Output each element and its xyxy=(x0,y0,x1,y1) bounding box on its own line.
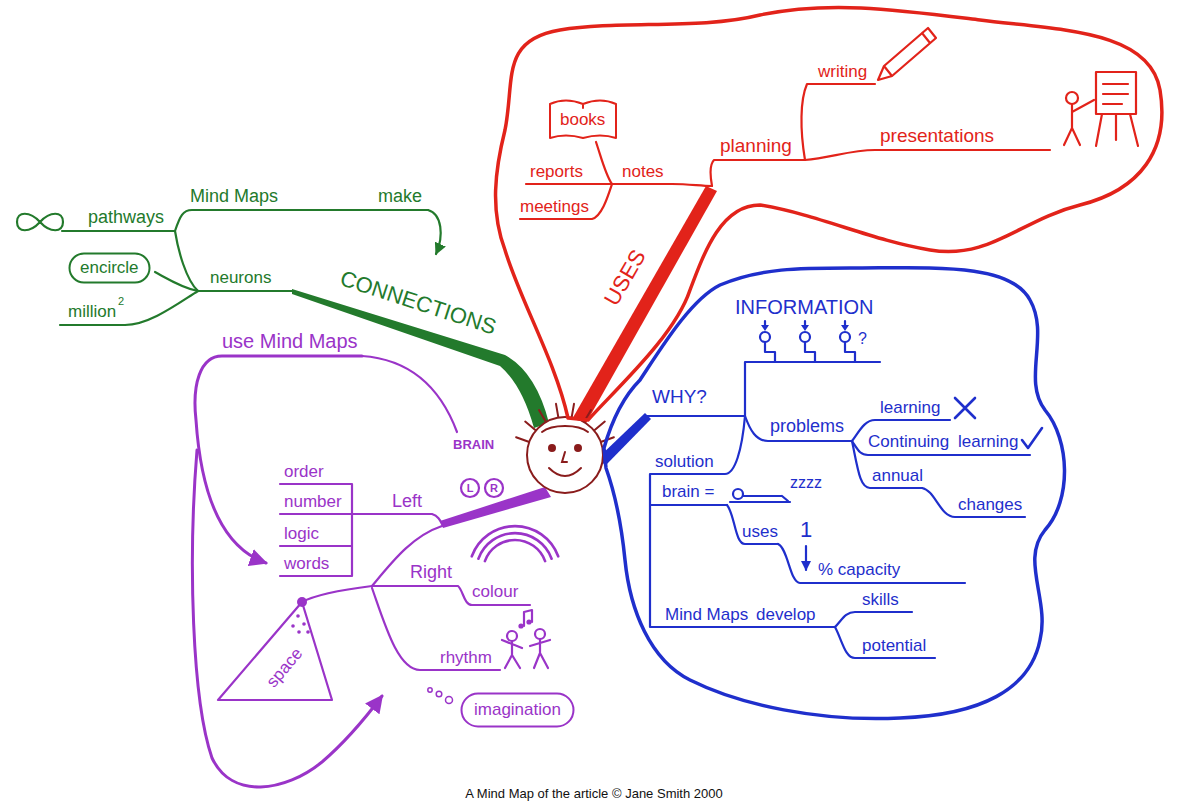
branch-word: make xyxy=(378,186,422,207)
branch-word: space xyxy=(263,644,307,691)
branch-word: million xyxy=(68,302,116,322)
cloud-word: problems xyxy=(770,416,844,437)
cloud-word: learning xyxy=(958,432,1019,452)
cloud-word: planning xyxy=(720,135,792,157)
caption: A Mind Map of the article © Jane Smith 2… xyxy=(465,787,722,802)
thought-cloud-line xyxy=(462,694,574,727)
branch-word: number xyxy=(284,492,342,512)
thought-cloud: imagination xyxy=(460,692,575,728)
cloud-word: learning xyxy=(880,398,941,418)
branch-word: R xyxy=(490,482,498,495)
branch-word: neurons xyxy=(210,268,271,288)
cloud-word: changes xyxy=(958,495,1022,515)
cloud-word: potential xyxy=(862,636,926,656)
cloud-word: zzzz xyxy=(790,474,822,492)
branch-word: use Mind Maps xyxy=(222,330,358,353)
branch-word: Mind Maps xyxy=(190,186,278,207)
cloud-word: annual xyxy=(872,466,923,486)
cloud-word: brain = xyxy=(662,482,714,502)
branch-word: L xyxy=(467,482,474,495)
cloud-word: USES xyxy=(599,246,651,311)
cloud-word: uses xyxy=(742,522,778,542)
uses-cloud-line xyxy=(496,7,1162,420)
cloud-word: Mind Maps xyxy=(665,605,748,625)
branch-word: order xyxy=(284,462,324,482)
branch-word: 2 xyxy=(118,295,124,308)
cloud-word: % capacity xyxy=(818,560,900,580)
why-cloud: INFORMATION?WHY?problemslearningContinui… xyxy=(595,255,1080,730)
cloud-word: reports xyxy=(530,162,583,182)
encircled-word-line xyxy=(70,254,150,283)
cloud-word: WHY? xyxy=(652,386,707,408)
cloud-word: notes xyxy=(622,162,664,182)
branch-word: pathways xyxy=(88,207,164,228)
cloud-word: skills xyxy=(862,590,899,610)
cloud-word: 1 xyxy=(800,517,812,542)
why-cloud-line xyxy=(604,268,1065,719)
cloud-word: develop xyxy=(756,605,816,625)
cloud-word: meetings xyxy=(520,197,589,217)
branch-word: Right xyxy=(410,562,452,583)
cloud-word: presentations xyxy=(880,125,994,147)
cloud-word: ? xyxy=(858,330,867,348)
branch-word: BRAIN xyxy=(453,438,494,453)
thought-word: imagination xyxy=(474,700,561,720)
encircled-word: encircle xyxy=(68,252,151,284)
branch-word: Left xyxy=(392,491,422,512)
uses-cloud: writing planning presentations reports notes… xyxy=(490,0,1170,430)
book-outline: books xyxy=(548,96,618,140)
book-word: books xyxy=(560,110,605,130)
branch-word: rhythm xyxy=(440,648,492,668)
branch-word: words xyxy=(284,554,329,574)
encircled-text: encircle xyxy=(80,258,139,278)
branch-word: colour xyxy=(472,582,518,602)
cloud-word: INFORMATION xyxy=(735,296,874,319)
book-outline-line xyxy=(550,101,616,139)
cloud-word: writing xyxy=(818,62,867,82)
cloud-word: Continuing xyxy=(868,432,949,452)
cloud-word: solution xyxy=(655,452,714,472)
branch-word: logic xyxy=(284,524,319,544)
